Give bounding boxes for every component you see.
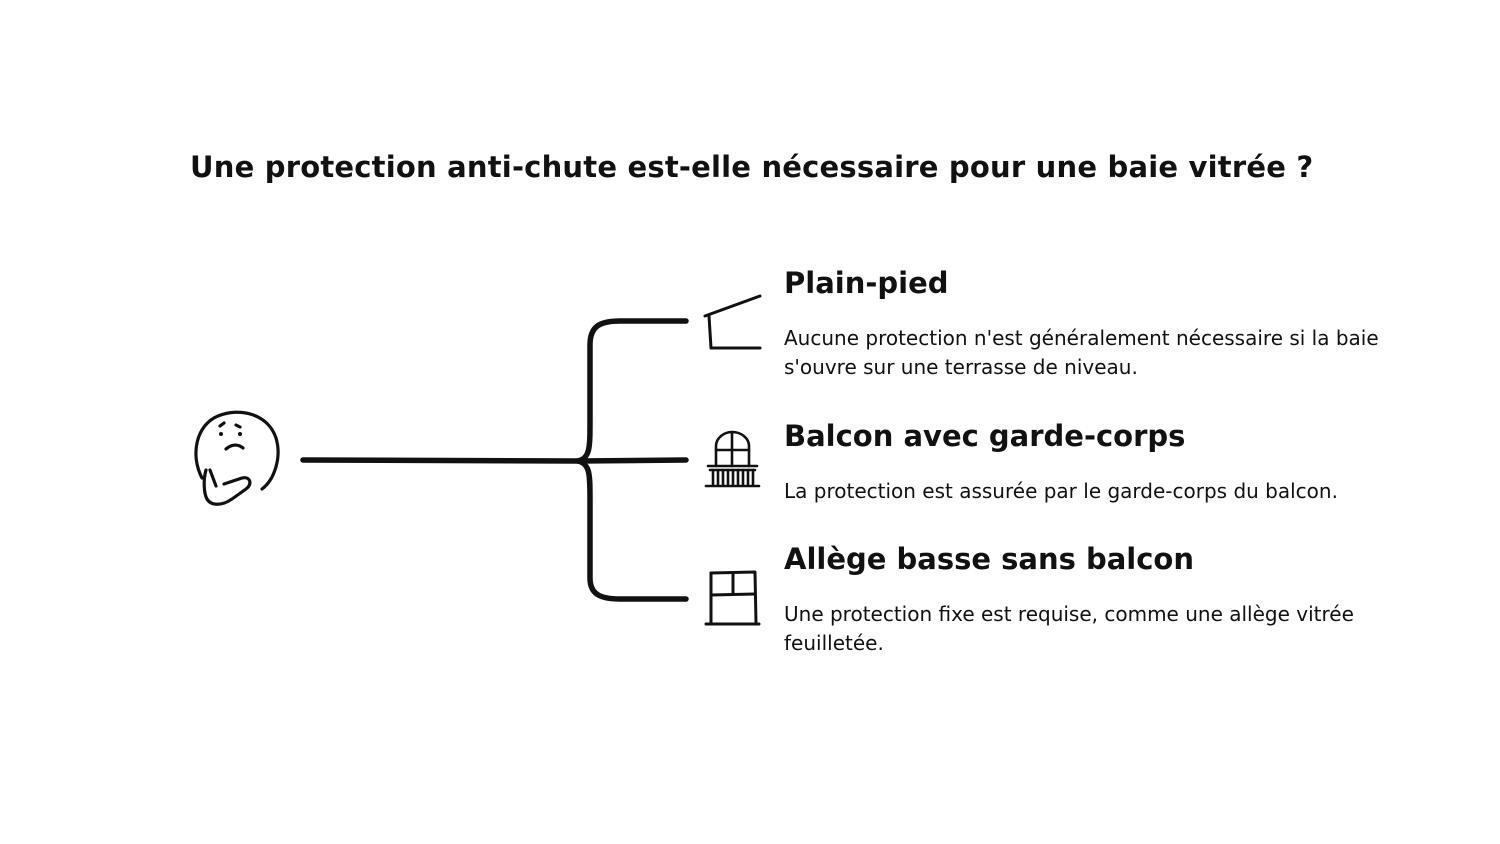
balcony-railing-icon	[704, 430, 761, 488]
ground-level-terrace-icon	[703, 294, 762, 350]
diagram-title: Une protection anti-chute est-elle néces…	[190, 150, 1314, 184]
branch-heading-plain-pied: Plain-pied	[784, 266, 949, 300]
branch-heading-allege: Allège basse sans balcon	[784, 542, 1194, 576]
branch-description-balcon: La protection est assurée par le garde-c…	[784, 479, 1338, 503]
window-icon	[704, 570, 761, 626]
tree-connector	[300, 318, 689, 602]
branch-heading-balcon: Balcon avec garde-corps	[784, 419, 1186, 453]
branch-description-plain-pied: Aucune protection n'est généralement néc…	[784, 326, 1379, 379]
branch-description-allege: Une protection fixe est requise, comme u…	[784, 602, 1354, 655]
thinking-face-icon	[194, 410, 280, 506]
